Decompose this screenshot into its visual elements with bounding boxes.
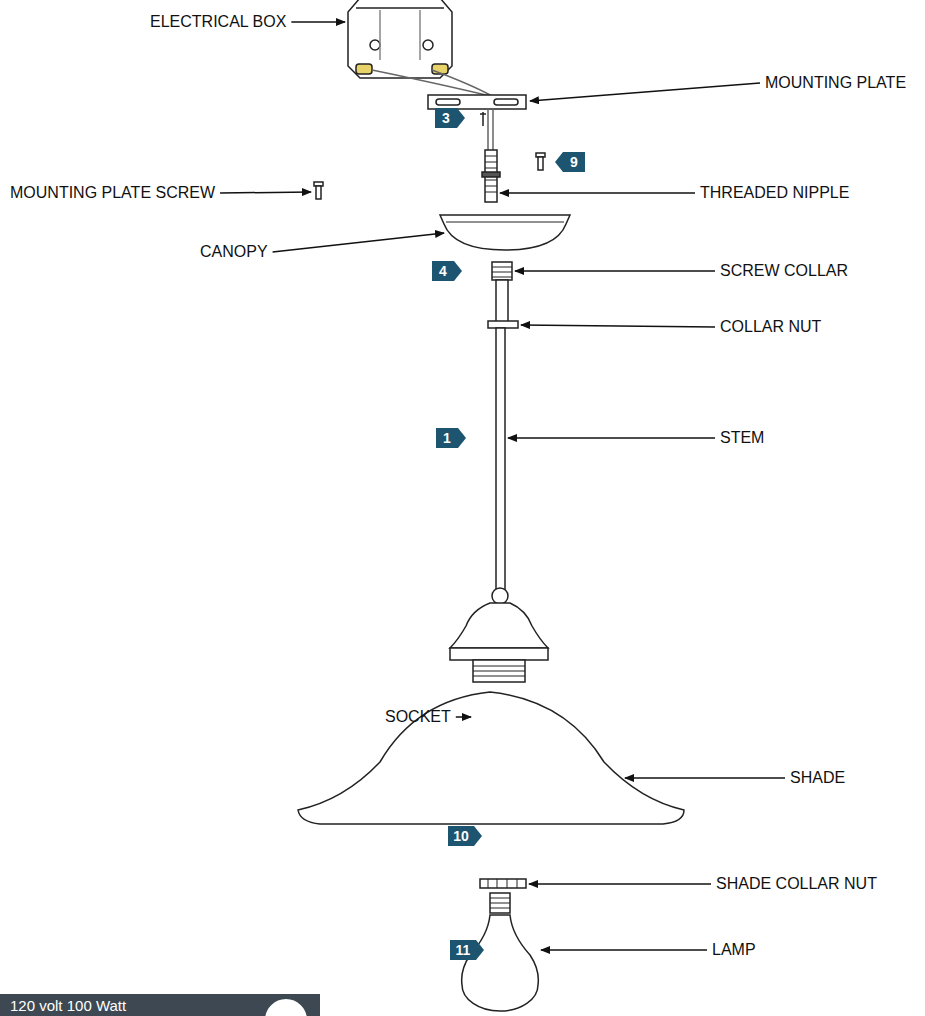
part-label: MOUNTING PLATE SCREW	[10, 184, 215, 202]
lamp-bulb	[462, 915, 539, 1011]
leader-arrow	[530, 83, 760, 101]
wire-nut	[356, 64, 372, 74]
part-label: STEM	[720, 429, 764, 447]
part-label: SHADE	[790, 769, 845, 787]
nipple-nut	[482, 172, 500, 177]
shade-collar-nut	[480, 879, 526, 888]
bulb-icon	[256, 994, 316, 1016]
screw-collar	[492, 262, 512, 280]
electrical-box	[348, 0, 452, 78]
shade	[298, 692, 684, 824]
collar-shaft	[496, 280, 508, 322]
thread	[490, 898, 510, 908]
wire	[372, 70, 492, 96]
ground-screw	[480, 112, 486, 126]
leader-arrow	[500, 192, 695, 194]
canopy-rim	[446, 222, 564, 223]
callout-tag	[436, 428, 466, 448]
socket-cover	[450, 603, 548, 648]
callout-number: 9	[563, 152, 585, 172]
thread	[473, 666, 525, 676]
stem-ball	[492, 588, 508, 604]
socket-thread	[473, 660, 525, 682]
lamp-base	[490, 893, 510, 913]
part-label: LAMP	[712, 941, 756, 959]
box-screw	[370, 40, 380, 50]
screw-shank	[316, 186, 321, 199]
callout-number: 1	[436, 428, 458, 448]
leader-arrow	[515, 270, 715, 272]
plate-slot	[436, 99, 460, 105]
icon-circle	[264, 998, 308, 1016]
callout-number: 3	[435, 108, 457, 128]
callout-number: 4	[432, 261, 454, 281]
plate-slot	[494, 99, 518, 105]
part-label: SHADE COLLAR NUT	[716, 875, 877, 893]
part-label: SOCKET	[385, 708, 451, 726]
thread	[492, 267, 512, 277]
box-screw	[423, 40, 433, 50]
rating-text: 120 volt 100 Watt	[0, 994, 320, 1015]
part-label: SCREW COLLAR	[720, 262, 848, 280]
nut-ridge	[488, 879, 517, 888]
leader-arrow	[291, 21, 345, 23]
callout-number: 10	[448, 826, 474, 846]
box-edge	[356, 7, 444, 9]
leader-arrow	[508, 437, 715, 439]
leader-arrow	[529, 883, 711, 885]
mounting-plate	[428, 95, 526, 109]
callout-tag	[432, 261, 462, 281]
part-label: THREADED NIPPLE	[700, 184, 849, 202]
screw-shank	[538, 157, 543, 170]
callout-tag	[555, 152, 585, 172]
leader-arrow	[541, 949, 707, 951]
part-label: MOUNTING PLATE	[765, 74, 906, 92]
callout-tag	[435, 108, 465, 128]
part-label: COLLAR NUT	[720, 318, 821, 336]
leader-arrow	[273, 233, 444, 252]
stem	[496, 328, 505, 590]
socket-rim	[450, 648, 548, 660]
wire	[488, 109, 493, 150]
wire	[380, 10, 420, 60]
canopy	[440, 215, 570, 250]
leader-arrow	[625, 777, 785, 779]
callout-number: 11	[450, 940, 476, 960]
leader-arrow	[521, 325, 715, 327]
rating-box: 120 volt 100 Watt	[0, 994, 320, 1016]
part-label: ELECTRICAL BOX	[150, 13, 286, 31]
part-label: CANOPY	[200, 243, 268, 261]
leader-arrow	[220, 192, 311, 193]
callout-tag	[448, 826, 482, 846]
leader-arrow	[456, 716, 471, 718]
collar-nut	[488, 321, 518, 328]
callout-tag	[450, 940, 484, 960]
